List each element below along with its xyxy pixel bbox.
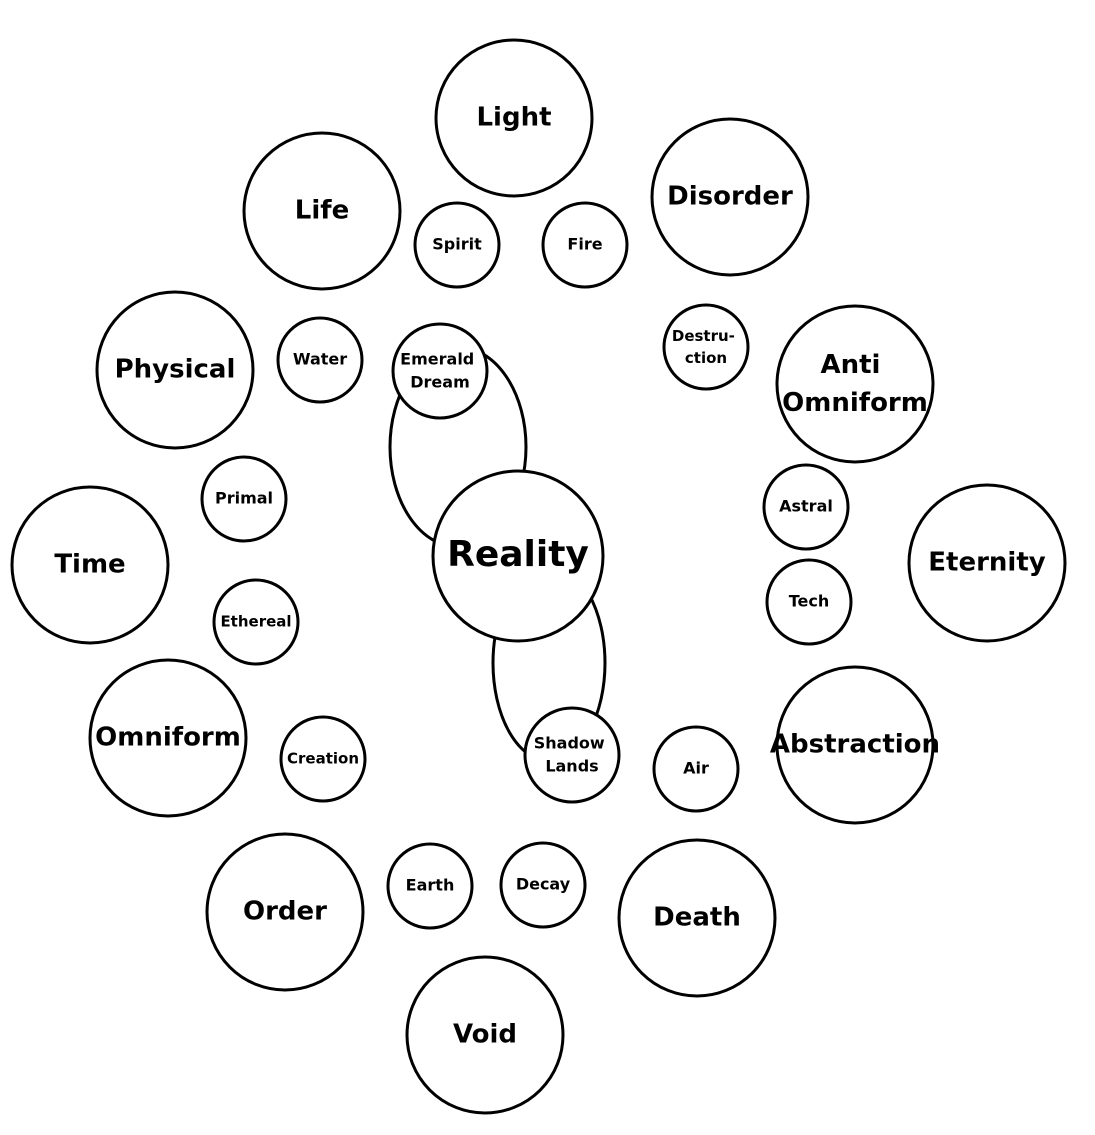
node-astral-circle [762,463,850,551]
node-disorder-label: Disorder [667,182,793,212]
node-void-circle [405,955,565,1115]
node-creation: Creation [279,715,367,803]
node-time: Time [10,485,170,645]
node-water: Water [276,316,364,404]
node-reality-label: Reality [447,534,589,575]
node-astral: Astral [762,463,850,551]
node-abstraction-circle [775,665,935,825]
node-fire: Fire [541,201,629,289]
node-time-circle [10,485,170,645]
node-emerald-dream-circle [391,322,489,420]
node-eternity: Eternity [907,483,1067,643]
node-physical-circle [95,290,255,450]
node-shadow-lands: Shadow Lands [523,706,621,804]
node-destruction-circle [662,303,750,391]
node-earth-circle [386,842,474,930]
node-creation-circle [279,715,367,803]
node-light: Light [434,38,594,198]
node-tech-label: Tech [789,592,830,611]
node-life: Life [242,131,402,291]
node-tech: Tech [765,558,853,646]
node-decay: Decay [499,841,587,929]
node-primal-label: Primal [215,489,273,508]
node-tech-circle [765,558,853,646]
node-reality: Reality [431,469,605,643]
node-water-label: Water [293,350,347,369]
node-destruction-label: Destru- ction [672,327,740,367]
node-destruction: Destru- ction [662,303,750,391]
node-order: Order [205,832,365,992]
node-ethereal-label: Ethereal [220,613,291,631]
node-omniform-circle [88,658,248,818]
node-spirit-circle [413,201,501,289]
node-emerald-dream-label: Emerald Dream [400,349,480,391]
node-air-circle [652,725,740,813]
node-physical: Physical [95,290,255,450]
node-death-circle [617,838,777,998]
node-emerald-dream: Emerald Dream [391,322,489,420]
node-order-circle [205,832,365,992]
node-life-circle [242,131,402,291]
node-disorder-circle [650,117,810,277]
node-anti-omniform-circle [775,304,935,464]
node-void: Void [405,955,565,1115]
node-decay-circle [499,841,587,929]
node-omniform-label: Omniform [95,723,241,753]
node-void-label: Void [453,1020,517,1050]
node-abstraction: Abstraction [770,665,940,825]
node-air: Air [652,725,740,813]
node-omniform: Omniform [88,658,248,818]
node-light-circle [434,38,594,198]
node-shadow-lands-label: Shadow Lands [534,733,611,775]
node-earth-label: Earth [406,876,455,895]
node-order-label: Order [243,897,327,927]
node-spirit-label: Spirit [432,235,482,254]
node-fire-label: Fire [567,235,602,254]
node-water-circle [276,316,364,404]
node-death-label: Death [653,903,741,933]
node-eternity-label: Eternity [928,548,1045,578]
node-creation-label: Creation [287,750,359,768]
node-reality-circle [431,469,605,643]
node-anti-omniform-label: Anti Omniform [782,350,928,418]
node-life-label: Life [295,196,349,226]
node-anti-omniform: Anti Omniform [775,304,935,464]
node-eternity-circle [907,483,1067,643]
node-light-label: Light [476,103,551,133]
node-earth: Earth [386,842,474,930]
node-astral-label: Astral [779,497,833,516]
node-primal: Primal [200,455,288,543]
node-air-label: Air [683,759,709,778]
node-abstraction-label: Abstraction [770,730,940,760]
node-primal-circle [200,455,288,543]
node-death: Death [617,838,777,998]
node-disorder: Disorder [650,117,810,277]
node-shadow-lands-circle [523,706,621,804]
node-spirit: Spirit [413,201,501,289]
node-decay-label: Decay [516,875,571,894]
node-fire-circle [541,201,629,289]
node-physical-label: Physical [115,355,236,385]
node-ethereal-circle [212,578,300,666]
node-time-label: Time [54,550,125,580]
node-ethereal: Ethereal [212,578,300,666]
